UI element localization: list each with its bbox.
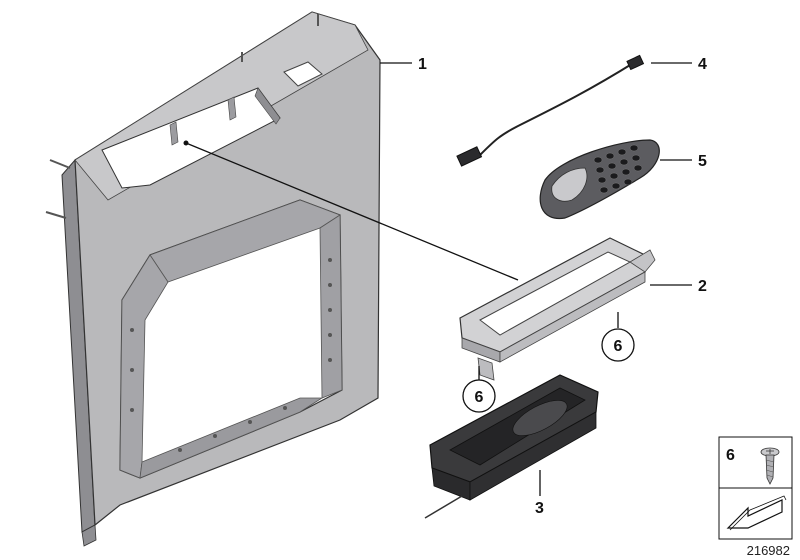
screw-icon	[760, 447, 780, 485]
adapter-cable	[456, 54, 645, 167]
callout-6-right-label: 6	[614, 338, 623, 355]
diagram-number: 216982	[747, 543, 790, 558]
callout-4: 4	[698, 56, 707, 73]
callout-6-left-label: 6	[475, 389, 484, 406]
remote-control	[539, 139, 660, 220]
callout-5: 5	[698, 153, 707, 170]
holder-frame	[459, 237, 656, 381]
legend-box: 6	[718, 436, 793, 489]
callout-3: 3	[535, 500, 544, 517]
callout-6-circle-left: 6	[462, 379, 496, 413]
direction-box	[718, 487, 793, 540]
callout-6-circle-right: 6	[601, 328, 635, 362]
console-trim-panel	[45, 11, 381, 547]
legend-item-number: 6	[726, 447, 735, 464]
callout-2: 2	[698, 278, 707, 295]
cradle-tray	[424, 374, 599, 519]
direction-arrow-icon	[726, 495, 787, 531]
leader-lines	[183, 62, 692, 496]
callout-1: 1	[418, 56, 427, 73]
